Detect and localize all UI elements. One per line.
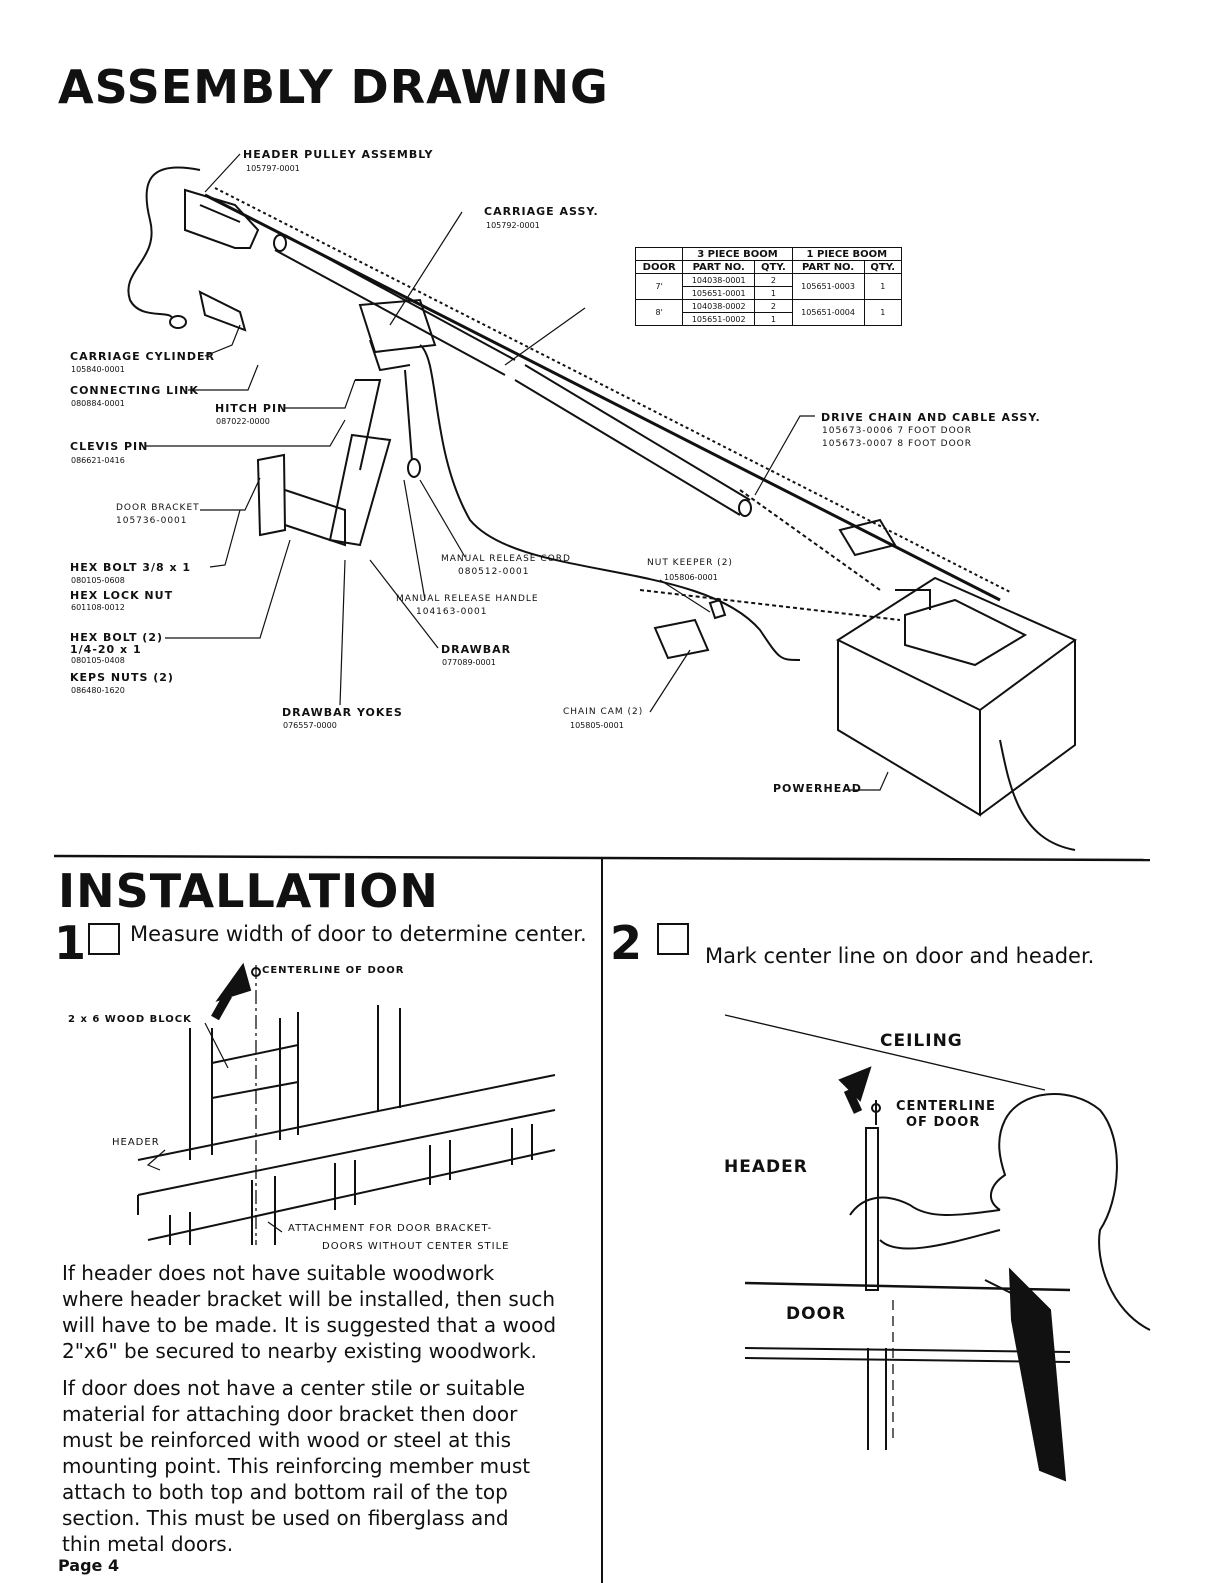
- label-carriage-assy: CARRIAGE ASSY.: [484, 205, 599, 218]
- label-hex-bolt: HEX BOLT 3/8 x 1: [70, 561, 192, 574]
- step-2-label-centerline-2: OF DOOR: [906, 1115, 981, 1130]
- step-2-checkbox[interactable]: [657, 923, 689, 955]
- table-cell: 105651-0003: [791, 273, 865, 300]
- label-manual-release-handle: MANUAL RELEASE HANDLE: [396, 594, 539, 604]
- label-manual-release-cord: MANUAL RELEASE CORD: [441, 554, 571, 564]
- table-cell: 1: [754, 312, 793, 326]
- step-2-text: Mark center line on door and header.: [705, 944, 1095, 968]
- pn-door-bracket: 105736-0001: [116, 516, 188, 526]
- step-1-label-wood-block: 2 x 6 WOOD BLOCK: [68, 1014, 192, 1025]
- label-header-pulley: HEADER PULLEY ASSEMBLY: [243, 148, 434, 161]
- label-hitch-pin: HITCH PIN: [215, 402, 288, 415]
- pn-drive-chain-8: 105673-0007 8 FOOT DOOR: [822, 439, 973, 449]
- pn-chain-cam: 105805-0001: [570, 721, 624, 730]
- pn-hex-bolt-2: 080105-0408: [71, 656, 125, 665]
- assembly-title: ASSEMBLY DRAWING: [58, 60, 609, 114]
- pn-connecting-link: 080884-0001: [71, 399, 125, 408]
- table-row: 105651-0002 1: [636, 312, 902, 326]
- pn-drive-chain-7: 105673-0006 7 FOOT DOOR: [822, 426, 973, 436]
- step-2-label-header: HEADER: [724, 1157, 808, 1177]
- step-1-label-attachment-2: DOORS WITHOUT CENTER STILE: [322, 1241, 510, 1252]
- step-2-label-door: DOOR: [786, 1304, 847, 1324]
- installation-title: INSTALLATION: [58, 864, 439, 918]
- pn-hex-bolt: 080105-0608: [71, 576, 125, 585]
- pn-drawbar: 077089-0001: [442, 658, 496, 667]
- step-2-label-centerline-1: CENTERLINE: [896, 1099, 996, 1114]
- step-1-label-header: HEADER: [112, 1137, 160, 1148]
- step-1-number: 1: [54, 916, 87, 970]
- step-1-text: Measure width of door to determine cente…: [130, 922, 587, 946]
- pn-manual-release-handle: 104163-0001: [416, 607, 488, 617]
- pn-nut-keeper: 105806-0001: [664, 573, 718, 582]
- label-drawbar-yokes: DRAWBAR YOKES: [282, 706, 403, 719]
- step-1-checkbox[interactable]: [88, 923, 120, 955]
- label-chain-cam: CHAIN CAM (2): [563, 707, 644, 717]
- table-cell-door: 7': [634, 273, 684, 300]
- step-2-number: 2: [610, 916, 643, 970]
- step-2-label-ceiling: CEILING: [880, 1031, 963, 1051]
- pn-hex-lock-nut: 601108-0012: [71, 603, 125, 612]
- pn-hitch-pin: 087022-0000: [216, 417, 270, 426]
- table-cell-door: 8': [634, 299, 684, 326]
- pn-drawbar-yokes: 076557-0000: [283, 721, 337, 730]
- table-cell: 105651-0004: [791, 299, 865, 326]
- step-1-label-attachment-1: ATTACHMENT FOR DOOR BRACKET-: [288, 1223, 493, 1234]
- label-clevis-pin: CLEVIS PIN: [70, 440, 149, 453]
- step-1-paragraph-1: If header does not have suitable woodwor…: [62, 1261, 557, 1363]
- label-hex-lock-nut: HEX LOCK NUT: [70, 589, 174, 602]
- boom-parts-table: 3 PIECE BOOM 1 PIECE BOOM DOOR PART NO. …: [634, 247, 903, 326]
- pn-clevis-pin: 086621-0416: [71, 456, 125, 465]
- table-cell: 105651-0002: [682, 312, 756, 326]
- page-number: Page 4: [58, 1558, 120, 1575]
- label-hex-bolt-2-size: 1/4-20 x 1: [70, 643, 142, 656]
- label-keps-nuts: KEPS NUTS (2): [70, 671, 174, 684]
- label-drawbar: DRAWBAR: [441, 643, 512, 656]
- label-drive-chain: DRIVE CHAIN AND CABLE ASSY.: [821, 411, 1041, 424]
- label-hex-bolt-2: HEX BOLT (2): [70, 631, 163, 644]
- step-1-label-centerline: CENTERLINE OF DOOR: [262, 965, 405, 976]
- label-powerhead: POWERHEAD: [773, 782, 862, 795]
- pn-manual-release-cord: 080512-0001: [458, 567, 530, 577]
- pn-header-pulley: 105797-0001: [246, 164, 300, 173]
- pn-carriage-assy: 105792-0001: [486, 221, 540, 230]
- label-door-bracket: DOOR BRACKET: [116, 503, 200, 513]
- pn-keps-nuts: 086480-1620: [71, 686, 125, 695]
- table-cell: 1: [863, 299, 902, 326]
- step-1-paragraph-2: If door does not have a center stile or …: [62, 1376, 531, 1556]
- table-row: 105651-0001 1: [636, 286, 902, 300]
- label-carriage-cylinder: CARRIAGE CYLINDER: [70, 350, 215, 363]
- label-nut-keeper: NUT KEEPER (2): [647, 558, 733, 568]
- label-connecting-link: CONNECTING LINK: [70, 384, 199, 397]
- pn-carriage-cylinder: 105840-0001: [71, 365, 125, 374]
